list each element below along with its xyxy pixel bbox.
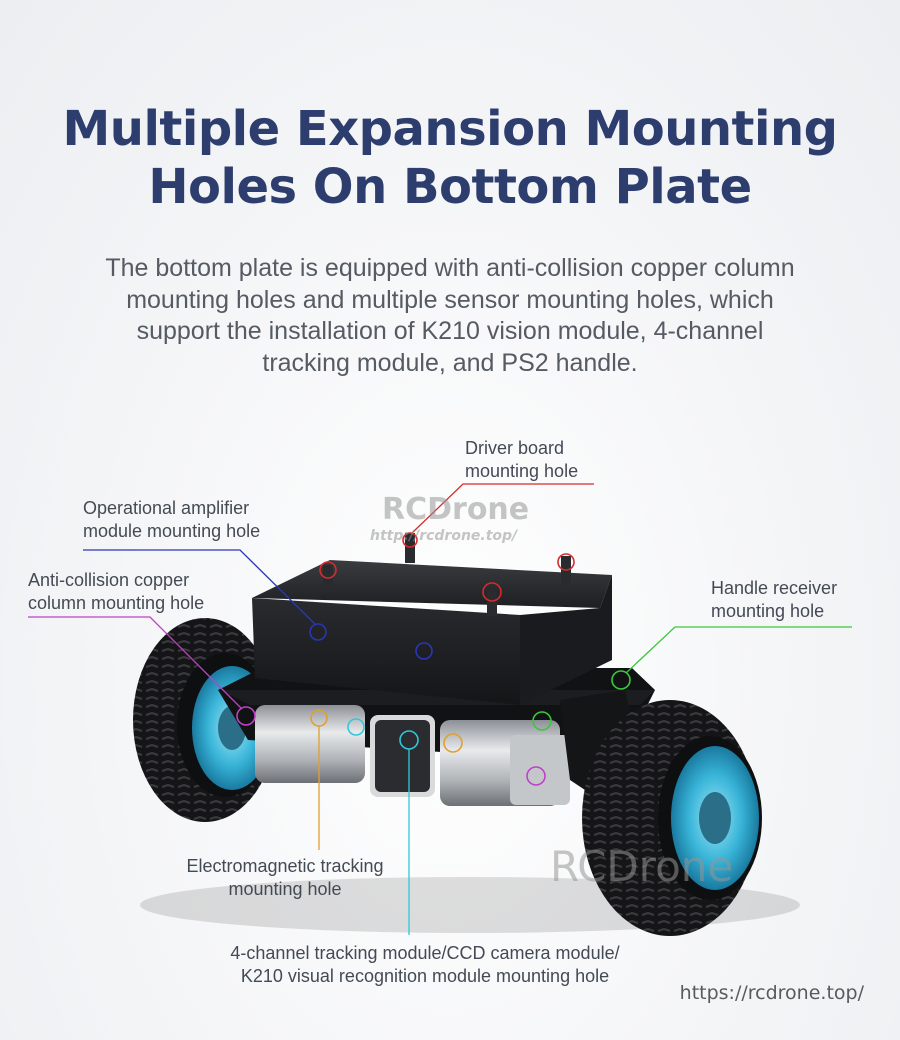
op-amp-hole-marker-1 bbox=[309, 623, 327, 641]
label-electromagnetic-line-1: Electromagnetic tracking bbox=[186, 856, 384, 876]
label-op-amp: Operational amplifier module mounting ho… bbox=[83, 497, 260, 543]
driver-board-hole-marker-4 bbox=[557, 553, 575, 571]
label-four-channel-line-2: K210 visual recognition module mounting … bbox=[240, 966, 610, 986]
page-title: Multiple Expansion Mounting Holes On Bot… bbox=[0, 100, 900, 216]
watermark-brand-bottom: RCDrone bbox=[550, 842, 734, 891]
driver-board-leader-line bbox=[411, 483, 594, 534]
left-wheel bbox=[133, 618, 277, 822]
label-op-amp-line-1: Operational amplifier bbox=[83, 498, 250, 518]
label-op-amp-line-2: module mounting hole bbox=[83, 521, 261, 541]
label-anti-collision-line-2: column mounting hole bbox=[28, 593, 205, 613]
description-line-3: support the installation of K210 vision … bbox=[136, 317, 764, 345]
label-electromagnetic-line-2: mounting hole bbox=[228, 879, 342, 899]
description-line-2: mounting holes and multiple sensor mount… bbox=[126, 285, 774, 314]
label-anti-collision: Anti-collision copper column mounting ho… bbox=[28, 569, 204, 615]
label-driver-board: Driver board mounting hole bbox=[465, 437, 578, 483]
label-handle-receiver-line-1: Handle receiver bbox=[711, 578, 838, 598]
label-driver-board-line-2: mounting hole bbox=[465, 461, 579, 481]
watermark-brand-top: RCDrone bbox=[382, 492, 530, 527]
driver-board-hole-marker-1 bbox=[402, 532, 418, 548]
anti-collision-leader-line bbox=[28, 616, 243, 710]
op-amp-leader-line bbox=[83, 549, 317, 626]
handle-receiver-leader-line bbox=[625, 626, 852, 674]
label-four-channel-line-1: 4-channel tracking module/CCD camera mod… bbox=[230, 943, 620, 963]
anti-collision-hole-marker-2 bbox=[526, 766, 546, 786]
label-handle-receiver-line-2: mounting hole bbox=[711, 601, 825, 621]
label-anti-collision-line-1: Anti-collision copper bbox=[28, 570, 190, 590]
anti-collision-hole-marker-1 bbox=[236, 706, 256, 726]
electromagnetic-hole-marker-2 bbox=[443, 733, 463, 753]
description: The bottom plate is equipped with anti-c… bbox=[60, 253, 840, 379]
title-line-1: Multiple Expansion Mounting bbox=[62, 101, 838, 157]
label-driver-board-line-1: Driver board bbox=[465, 438, 565, 458]
driver-board-hole-marker-2 bbox=[319, 561, 337, 579]
title-line-2: Holes On Bottom Plate bbox=[148, 159, 752, 215]
op-amp-hole-marker-2 bbox=[415, 642, 433, 660]
right-wheel bbox=[582, 700, 762, 936]
motors bbox=[255, 705, 570, 806]
handle-receiver-hole-marker-1 bbox=[611, 670, 631, 690]
description-line-1: The bottom plate is equipped with anti-c… bbox=[105, 254, 795, 282]
label-electromagnetic: Electromagnetic tracking mounting hole bbox=[165, 855, 405, 901]
watermark-url: https://rcdrone.top/ bbox=[679, 982, 864, 1004]
driver-board-hole-marker-3 bbox=[482, 582, 502, 602]
label-four-channel: 4-channel tracking module/CCD camera mod… bbox=[205, 942, 645, 988]
handle-receiver-hole-marker-2 bbox=[532, 711, 552, 731]
copper-standoffs bbox=[323, 533, 571, 616]
label-handle-receiver: Handle receiver mounting hole bbox=[711, 577, 837, 623]
watermark-url-small: http://rcdrone.top/ bbox=[370, 528, 518, 544]
four-channel-hole-marker-1 bbox=[347, 718, 365, 736]
description-line-4: tracking module, and PS2 handle. bbox=[262, 348, 638, 377]
